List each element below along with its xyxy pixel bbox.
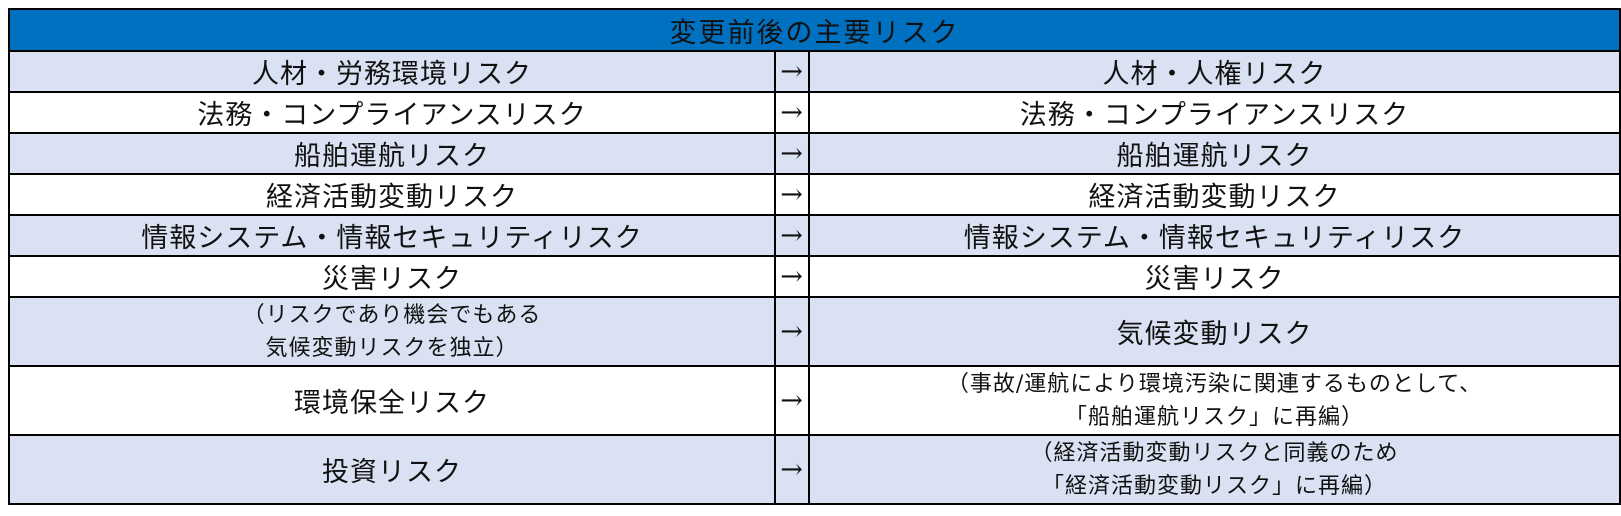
table-row: 法務・コンプライアンスリスク → 法務・コンプライアンスリスク (8, 91, 1621, 134)
after-risk-cell: 情報システム・情報セキュリティリスク (807, 214, 1621, 257)
after-risk-cell: （事故/運航により環境汚染に関連するものとして、 「船舶運航リスク」に再編） (807, 365, 1621, 436)
note-line: （リスクであり機会でもある (242, 302, 542, 328)
table-row: 船舶運航リスク → 船舶運航リスク (8, 132, 1621, 175)
after-risk-cell: 経済活動変動リスク (807, 173, 1621, 216)
note-line: 「経済活動変動リスク」に再編） (1042, 473, 1388, 499)
table-row: （リスクであり機会でもある 気候変動リスクを独立） → 気候変動リスク (8, 296, 1621, 367)
arrow-icon: → (774, 132, 810, 175)
before-risk-cell: 情報システム・情報セキュリティリスク (8, 214, 776, 257)
table-header-row: 変更前後の主要リスク (7, 8, 1621, 52)
before-risk-cell: 法務・コンプライアンスリスク (8, 91, 776, 134)
before-risk-cell: 人材・労務環境リスク (8, 50, 776, 93)
risk-change-table: 変更前後の主要リスク 人材・労務環境リスク → 人材・人権リスク 法務・コンプラ… (7, 8, 1621, 505)
table-row: 経済活動変動リスク → 経済活動変動リスク (8, 173, 1621, 216)
arrow-icon: → (774, 173, 810, 216)
after-risk-cell: 船舶運航リスク (807, 132, 1621, 175)
before-risk-cell: 船舶運航リスク (8, 132, 776, 175)
arrow-icon: → (774, 434, 810, 505)
table-row: 災害リスク → 災害リスク (8, 255, 1621, 298)
arrow-icon: → (774, 255, 810, 298)
arrow-icon: → (774, 214, 810, 257)
table-title: 変更前後の主要リスク (7, 8, 1621, 52)
note-line: 「船舶運航リスク」に再編） (1065, 404, 1365, 430)
risk-table-body: 変更前後の主要リスク 人材・労務環境リスク → 人材・人権リスク 法務・コンプラ… (7, 8, 1621, 505)
before-risk-cell: 災害リスク (8, 255, 776, 298)
table-row: 人材・労務環境リスク → 人材・人権リスク (8, 50, 1621, 93)
arrow-icon: → (774, 365, 810, 436)
before-risk-cell: 環境保全リスク (8, 365, 776, 436)
after-risk-cell: （経済活動変動リスクと同義のため 「経済活動変動リスク」に再編） (807, 434, 1621, 505)
before-risk-cell: （リスクであり機会でもある 気候変動リスクを独立） (8, 296, 776, 367)
note-line: 気候変動リスクを独立） (265, 335, 519, 361)
arrow-icon: → (774, 91, 810, 134)
note-line: （経済活動変動リスクと同義のため (1030, 440, 1399, 466)
table-row: 投資リスク → （経済活動変動リスクと同義のため 「経済活動変動リスク」に再編） (8, 434, 1621, 505)
after-risk-cell: 気候変動リスク (807, 296, 1621, 367)
after-risk-cell: 人材・人権リスク (807, 50, 1621, 93)
arrow-icon: → (774, 50, 810, 93)
arrow-icon: → (774, 296, 810, 367)
after-risk-cell: 災害リスク (807, 255, 1621, 298)
table-row: 情報システム・情報セキュリティリスク → 情報システム・情報セキュリティリスク (8, 214, 1621, 257)
note-line: （事故/運航により環境汚染に関連するものとして、 (946, 371, 1483, 397)
before-risk-cell: 投資リスク (8, 434, 776, 505)
before-risk-cell: 経済活動変動リスク (8, 173, 776, 216)
table-row: 環境保全リスク → （事故/運航により環境汚染に関連するものとして、 「船舶運航… (8, 365, 1621, 436)
after-risk-cell: 法務・コンプライアンスリスク (807, 91, 1621, 134)
